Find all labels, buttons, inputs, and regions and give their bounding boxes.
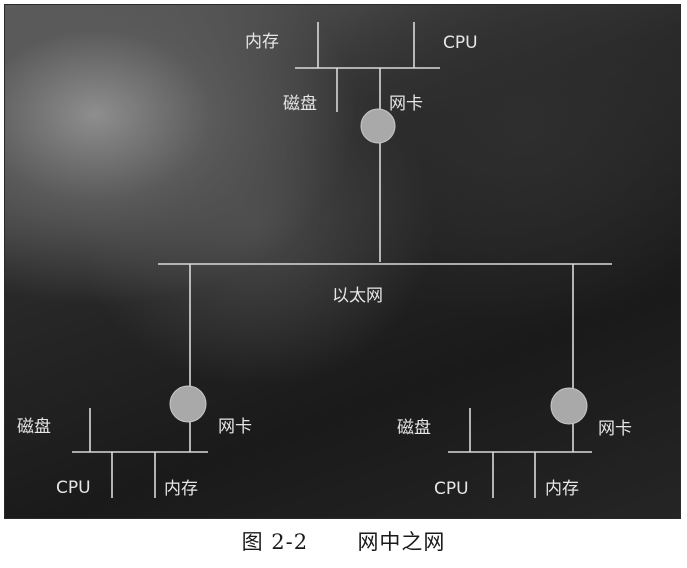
top-nic-node xyxy=(360,108,396,144)
right-cpu-label: CPU xyxy=(434,479,469,499)
figure-caption: 图 2-2 网中之网 xyxy=(0,526,687,556)
ethernet-label: 以太网 xyxy=(332,286,383,306)
left-nic-label: 网卡 xyxy=(218,417,252,437)
left-memory-label: 内存 xyxy=(164,479,198,499)
left-cpu-label: CPU xyxy=(56,478,91,498)
right-nic-node xyxy=(550,387,588,425)
left-disk-label: 磁盘 xyxy=(17,417,51,437)
left-nic-node xyxy=(169,385,207,423)
right-disk-label: 磁盘 xyxy=(397,418,431,438)
top-disk-label: 磁盘 xyxy=(283,94,317,114)
top-nic-label: 网卡 xyxy=(389,94,423,114)
diagram-panel xyxy=(4,4,681,519)
right-memory-label: 内存 xyxy=(545,479,579,499)
top-cpu-label: CPU xyxy=(443,33,478,53)
figure-title: 网中之网 xyxy=(357,530,446,554)
figure-number: 图 2-2 xyxy=(241,530,309,554)
right-nic-label: 网卡 xyxy=(598,419,632,439)
top-memory-label: 内存 xyxy=(245,32,279,52)
